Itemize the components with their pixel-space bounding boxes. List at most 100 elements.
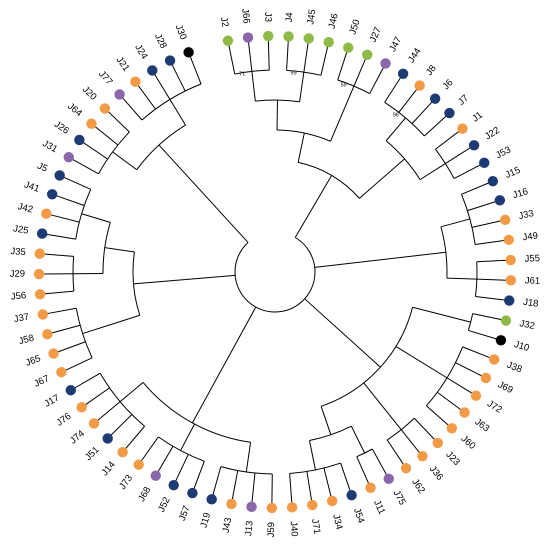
tip-label-J58: J58 [18, 333, 36, 348]
tip-label-J18: J18 [522, 297, 539, 310]
tip-label-J42: J42 [17, 201, 35, 215]
branch-J23 [414, 418, 435, 440]
branch-c3x [413, 307, 471, 322]
tip-label-J20: J20 [80, 84, 99, 103]
branch-J21 [138, 85, 156, 109]
tip-label-J74: J74 [68, 428, 87, 446]
branch-c5 [134, 275, 236, 284]
branch-J55 [477, 260, 507, 262]
branch-J13 [252, 473, 255, 503]
tip-label-J77: J77 [96, 69, 114, 88]
branch-c3c2 [309, 441, 315, 470]
branch-c99 [300, 72, 304, 102]
branch-J15 [461, 183, 489, 195]
tip-label-J7: J7 [456, 93, 471, 108]
tip-dot-J16 [495, 195, 505, 205]
tip-dot-J45 [304, 33, 314, 43]
tip-label-J6: J6 [441, 77, 456, 92]
branch-c59 [331, 86, 354, 141]
tip-label-J57: J57 [177, 504, 193, 522]
branch-J35 [44, 254, 74, 256]
tip-label-J11: J11 [371, 498, 387, 516]
tip-label-J8: J8 [424, 63, 439, 78]
tip-label-J49: J49 [522, 230, 539, 243]
branch-c4b [181, 424, 195, 451]
branch-J30 [190, 56, 201, 84]
branch-c1a [298, 133, 304, 162]
branch-J74 [97, 402, 120, 421]
tip-dot-J26 [74, 135, 84, 145]
branch-J8 [399, 89, 417, 113]
branch-J40 [290, 473, 292, 503]
tip-label-J55: J55 [524, 253, 540, 265]
tip-label-J29: J29 [10, 269, 25, 280]
tip-dot-J24 [147, 65, 157, 75]
branch-J76 [85, 388, 110, 405]
branch-J17 [74, 373, 100, 388]
branch-J60 [426, 406, 448, 426]
tip-dot-J37 [38, 309, 48, 319]
tip-label-J64: J64 [65, 101, 84, 119]
tip-label-J45: J45 [305, 9, 318, 26]
tip-dot-J58 [42, 329, 52, 339]
branch-J31 [72, 159, 98, 174]
tip-label-J47: J47 [387, 35, 404, 54]
tip-dot-J41 [47, 189, 57, 199]
tip-dot-J56 [35, 289, 45, 299]
branch-c2a [441, 219, 470, 227]
branch-c96 [386, 118, 405, 141]
tip-label-J33: J33 [518, 208, 535, 222]
tip-label-J15: J15 [504, 165, 522, 181]
tip-dot-J31 [64, 152, 74, 162]
branch-c3 [305, 299, 381, 367]
tip-label-J52: J52 [156, 495, 173, 514]
branch-J62 [387, 440, 404, 465]
tip-label-J75: J75 [391, 488, 408, 507]
tip-label-J72: J72 [485, 398, 504, 415]
tip-dot-J30 [183, 47, 193, 57]
branch-J71 [307, 471, 312, 501]
branch-J34 [324, 468, 331, 497]
branch-J58 [51, 325, 80, 333]
branch-J33 [472, 221, 501, 228]
branch-arc-c3 [321, 307, 412, 406]
tip-dot-J35 [35, 249, 45, 259]
tip-label-J10: J10 [513, 339, 531, 354]
tip-label-J1: J1 [470, 110, 485, 125]
branch-J46 [321, 46, 328, 75]
tip-label-J65: J65 [24, 353, 42, 369]
tip-dot-J46 [323, 37, 333, 47]
branch-c5b [105, 248, 135, 252]
tip-dot-J18 [504, 295, 514, 305]
tip-label-J60: J60 [459, 433, 478, 451]
tip-dot-J53 [479, 158, 489, 168]
branch-J66 [248, 42, 251, 72]
tip-dot-J38 [489, 354, 499, 364]
branch-J42 [50, 215, 79, 222]
tip-label-J63: J63 [473, 416, 492, 434]
tip-label-J30: J30 [173, 23, 189, 41]
branch-J20 [108, 111, 130, 132]
tip-label-J41: J41 [23, 179, 41, 194]
tree-branches [43, 40, 507, 504]
branch-c3c [321, 406, 331, 434]
tip-dot-J14 [117, 447, 127, 457]
branch-c1 [295, 175, 331, 237]
tip-dot-J68 [151, 470, 161, 480]
tip-dot-J10 [496, 335, 506, 345]
branch-J1 [435, 131, 459, 149]
tip-label-J25: J25 [12, 223, 29, 236]
tip-dot-J27 [362, 50, 372, 60]
tip-label-J44: J44 [406, 46, 424, 65]
branch-J45 [304, 42, 308, 72]
tip-label-J14: J14 [100, 459, 118, 478]
tip-dot-J3 [263, 31, 273, 41]
tip-dot-J54 [346, 490, 356, 500]
branch-c4 [192, 307, 255, 423]
tip-dot-J76 [76, 402, 86, 412]
branch-J50 [338, 51, 347, 80]
branch-arc-c3c1 [357, 449, 373, 457]
